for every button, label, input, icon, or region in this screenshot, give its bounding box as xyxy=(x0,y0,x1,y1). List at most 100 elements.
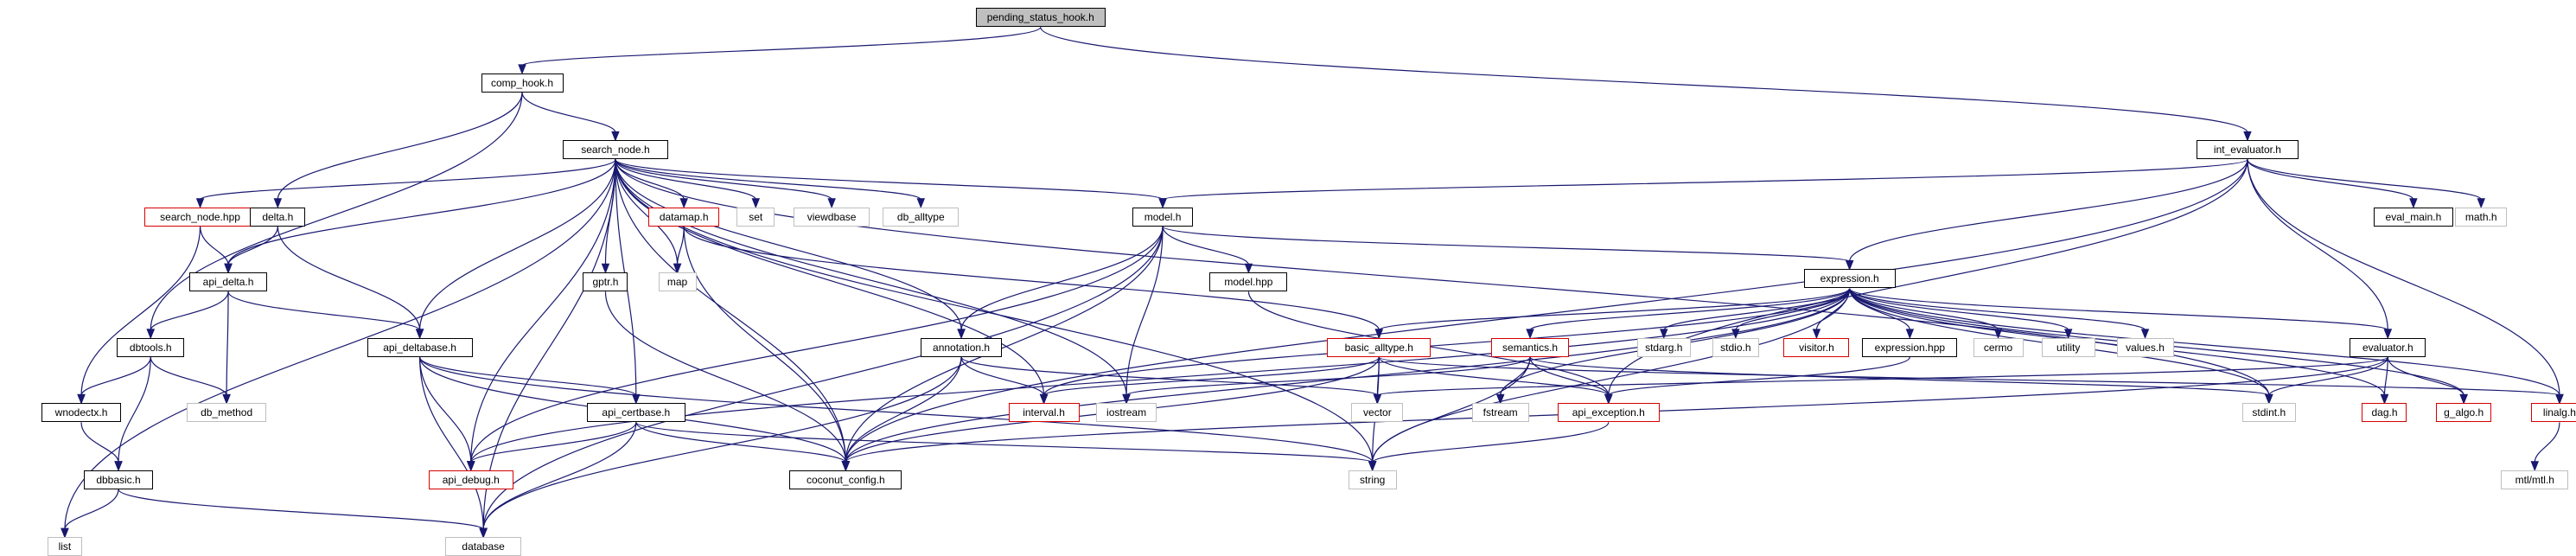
edge-delta-to-api-deltabase xyxy=(277,226,421,330)
edge-semantics-to-api-exception xyxy=(1529,356,1610,396)
node-utility: utility xyxy=(2041,337,2095,357)
edge-evaluator-to-g-algo xyxy=(2387,356,2464,396)
node-delta[interactable]: delta.h xyxy=(250,207,306,227)
edge-arrowhead xyxy=(1373,393,1382,405)
edge-api-deltabase-to-string xyxy=(418,356,1374,463)
edge-arrowhead xyxy=(1660,329,1668,340)
edge-expression-to-interval xyxy=(1043,288,1851,396)
node-basic-alltype[interactable]: basic_alltype.h xyxy=(1327,337,1431,357)
edge-comp-hook-to-delta xyxy=(277,92,523,200)
edge-model-to-annotation xyxy=(960,226,1164,330)
edge-expression-hpp-to-api-exception xyxy=(1608,356,1910,396)
edge-arrowhead xyxy=(415,329,424,340)
edge-pending-status-hook-to-int-evaluator xyxy=(1040,27,2248,133)
edge-api-deltabase-to-database xyxy=(418,356,484,530)
edge-api-certbase-to-string xyxy=(635,421,1374,463)
edge-arrowhead xyxy=(77,393,86,405)
edge-arrowhead xyxy=(1526,329,1534,340)
node-cermo: cermo xyxy=(1973,337,2024,357)
edge-dbtools-to-db-method xyxy=(150,356,227,396)
edge-int-evaluator-to-math xyxy=(2247,159,2482,201)
edge-arrowhead xyxy=(1845,259,1854,271)
edge-expression-to-utility xyxy=(1849,288,2069,331)
edge-arrowhead xyxy=(2383,329,2393,340)
edge-search-node-to-api-delta xyxy=(227,159,616,265)
edge-basic-alltype-to-linalg xyxy=(1378,356,2560,396)
edge-arrowhead xyxy=(1604,393,1613,405)
node-g-algo[interactable]: g_algo.h xyxy=(2436,403,2492,423)
edge-comp-hook-to-dbtools xyxy=(150,92,523,330)
edge-expression-to-api-debug xyxy=(470,288,1851,463)
node-expression-hpp[interactable]: expression.hpp xyxy=(1862,337,1958,357)
node-api-certbase[interactable]: api_certbase.h xyxy=(586,403,685,423)
node-api-delta[interactable]: api_delta.h xyxy=(189,272,268,292)
edge-search-node-to-db-alltype xyxy=(615,159,921,201)
edge-arrowhead xyxy=(2409,198,2418,209)
edge-arrowhead xyxy=(827,198,836,209)
edge-search-node-to-interval xyxy=(615,159,1045,396)
edge-gptr-to-coconut-config xyxy=(604,291,846,463)
edge-datamap-to-map xyxy=(676,226,685,265)
edge-expression-to-basic-alltype xyxy=(1378,287,1851,331)
edge-search-node-to-search-node-hpp xyxy=(199,158,616,201)
node-interval[interactable]: interval.h xyxy=(1008,403,1080,423)
node-annotation[interactable]: annotation.h xyxy=(921,337,1003,357)
node-eval-main[interactable]: eval_main.h xyxy=(2373,207,2453,227)
node-database: database xyxy=(445,537,522,556)
node-wnodectx[interactable]: wnodectx.h xyxy=(41,403,122,423)
edge-semantics-to-string xyxy=(1372,356,1531,463)
edge-model-to-database xyxy=(482,226,1164,530)
node-datamap[interactable]: datamap.h xyxy=(648,207,720,227)
edge-arrowhead xyxy=(2063,329,2073,340)
edge-search-node-to-list xyxy=(64,159,616,530)
edge-datamap-to-coconut-config xyxy=(683,226,846,463)
edge-search-node-to-api-debug xyxy=(470,159,616,463)
edge-arrowhead xyxy=(2555,393,2564,405)
edge-search-node-to-viewdbase xyxy=(615,159,832,201)
edge-expression-to-semantics xyxy=(1529,288,1851,331)
node-fstream: fstream xyxy=(1471,403,1529,423)
edge-api-delta-to-db-method xyxy=(226,291,229,396)
edge-arrowhead xyxy=(957,329,966,340)
node-int-evaluator[interactable]: int_evaluator.h xyxy=(2196,140,2299,160)
node-dbbasic[interactable]: dbbasic.h xyxy=(84,470,153,489)
node-comp-hook[interactable]: comp_hook.h xyxy=(481,73,564,93)
edge-semantics-to-iostream xyxy=(1125,356,1531,396)
node-dag[interactable]: dag.h xyxy=(2362,403,2407,423)
node-coconut-config[interactable]: coconut_config.h xyxy=(789,470,902,489)
edge-int-evaluator-to-api-exception xyxy=(1608,159,2248,396)
node-expression[interactable]: expression.h xyxy=(1803,269,1896,289)
edge-int-evaluator-to-eval-main xyxy=(2247,159,2414,201)
edge-arrowhead xyxy=(1812,329,1821,340)
edge-api-deltabase-to-api-debug xyxy=(418,356,472,463)
edge-int-evaluator-to-coconut-config xyxy=(845,159,2248,463)
node-pending-status-hook[interactable]: pending_status_hook.h xyxy=(975,8,1106,28)
node-semantics[interactable]: semantics.h xyxy=(1491,337,1570,357)
edge-datamap-to-basic-alltype xyxy=(683,226,1380,330)
node-linalg[interactable]: linalg.h xyxy=(2530,403,2576,423)
node-search-node[interactable]: search_node.h xyxy=(562,140,668,160)
node-search-node-hpp[interactable]: search_node.hpp xyxy=(143,207,257,227)
edge-model-to-iostream xyxy=(1125,226,1164,396)
node-evaluator[interactable]: evaluator.h xyxy=(2350,337,2426,357)
node-gptr[interactable]: gptr.h xyxy=(583,272,628,292)
node-api-exception[interactable]: api_exception.h xyxy=(1557,403,1660,423)
edge-arrowhead xyxy=(1993,329,2003,340)
edge-api-certbase-to-api-debug xyxy=(470,422,637,463)
edge-arrowhead xyxy=(841,461,851,472)
edge-arrowhead xyxy=(2265,393,2273,405)
node-dbtools[interactable]: dbtools.h xyxy=(117,337,185,357)
node-model[interactable]: model.h xyxy=(1132,207,1194,227)
node-model-hpp[interactable]: model.hpp xyxy=(1209,272,1288,292)
node-visitor[interactable]: visitor.h xyxy=(1783,337,1850,357)
node-api-deltabase[interactable]: api_deltabase.h xyxy=(367,337,473,357)
edge-annotation-to-coconut-config xyxy=(845,356,962,463)
node-api-debug[interactable]: api_debug.h xyxy=(428,470,513,489)
edge-search-node-to-iostream xyxy=(615,159,1127,396)
edge-basic-alltype-to-interval xyxy=(1043,356,1380,396)
edge-arrowhead xyxy=(2140,329,2150,340)
edge-model-to-expression xyxy=(1162,226,1851,263)
edge-arrowhead xyxy=(61,527,69,539)
edge-annotation-to-interval xyxy=(960,356,1045,396)
